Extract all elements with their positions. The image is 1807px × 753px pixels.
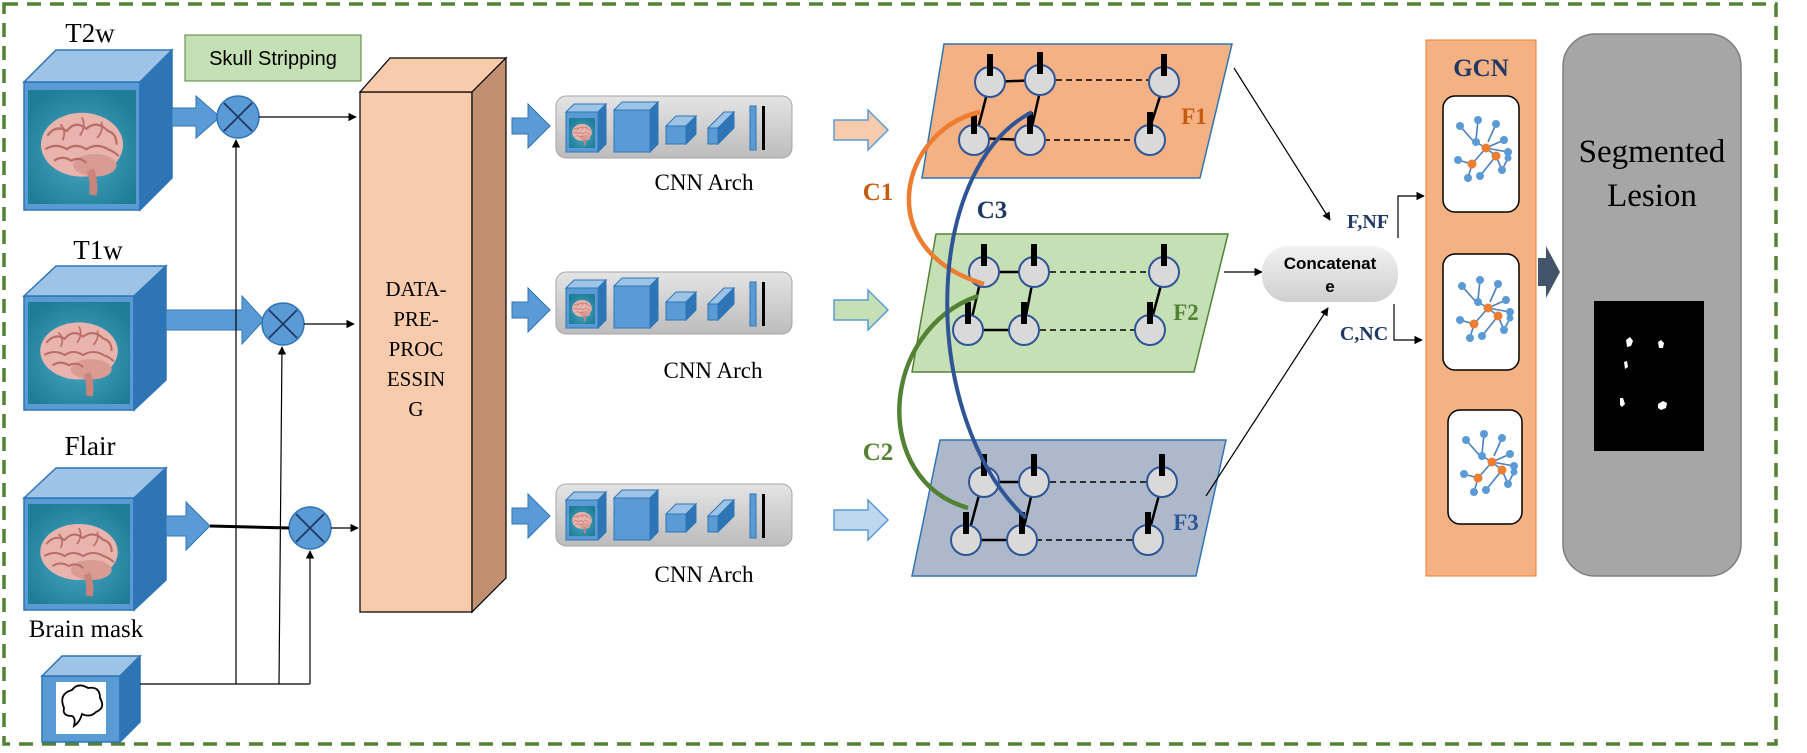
graph-network-icon (1442, 253, 1520, 371)
brain-outline-icon (61, 684, 104, 729)
input-arrows (165, 94, 265, 552)
concatenate-label-1: Concatenat (1284, 254, 1377, 273)
feature-graph-f2 (952, 243, 1180, 346)
connection-c2 (897, 293, 979, 511)
graph-network-icon (1442, 95, 1520, 213)
skull-stripping-box (184, 34, 362, 82)
cnn-arch-label-3: CNN Arch (654, 562, 754, 587)
outer-border (2, 2, 1778, 746)
arrow-icon (171, 94, 221, 140)
f1-label: F1 (1181, 104, 1207, 129)
feature-graph-f3 (950, 453, 1178, 556)
cnn-arch-label-2: CNN Arch (663, 358, 763, 383)
skull-stripping-label: Skull Stripping (209, 48, 337, 70)
c1-label: C1 (863, 179, 894, 206)
connection-c1 (906, 109, 985, 287)
segmented-lesion-image (1594, 301, 1704, 451)
f2-label: F2 (1173, 300, 1199, 325)
t2w-label: T2w (65, 18, 115, 48)
arrow-icon (833, 498, 890, 542)
preprocessing-line-3: PROC (389, 337, 444, 361)
cnn-block-2 (556, 272, 792, 334)
preprocessing-line-5: G (408, 397, 423, 421)
mask-connectors (140, 112, 359, 685)
flair-label: Flair (65, 431, 116, 461)
preprocessing-line-4: ESSIN (387, 367, 445, 391)
cnn-block-1 (556, 96, 792, 158)
connection-c3 (945, 110, 1033, 520)
f-nf-label: F,NF (1347, 211, 1389, 233)
brain-image-icon (28, 90, 136, 204)
cnn-input-arrows (511, 102, 551, 540)
concatenate-node (1262, 246, 1398, 302)
output-label-1: Segmented (1579, 134, 1726, 170)
arrow-icon (165, 294, 265, 346)
feature-graph-f1 (958, 51, 1180, 156)
brain-mask-cube (40, 654, 142, 744)
multiply-operator-icon (216, 95, 260, 139)
graph-network-icon (1447, 409, 1523, 525)
flair-cube (22, 466, 168, 612)
c2-label: C2 (863, 439, 894, 466)
t2w-cube (22, 48, 174, 212)
brain-image-icon (28, 302, 130, 404)
cnn-block-3 (556, 484, 792, 546)
c-nc-label: C,NC (1340, 323, 1388, 345)
output-label-2: Lesion (1607, 178, 1697, 214)
brain-image-icon (28, 504, 130, 604)
feature-plane-f3 (911, 439, 1227, 577)
concat-connectors (1205, 67, 1425, 497)
cnn-arch-label-1: CNN Arch (654, 170, 754, 195)
f3-label: F3 (1173, 510, 1199, 535)
arrow-icon (1538, 246, 1560, 298)
arrow-icon (833, 288, 890, 332)
preprocessing-block (358, 56, 508, 614)
arrow-icon (833, 108, 890, 152)
t1w-label: T1w (73, 235, 123, 265)
c3-label: C3 (977, 197, 1008, 224)
arrow-icon (165, 500, 211, 552)
brain-mask-label: Brain mask (29, 616, 144, 643)
concatenate-label-2: e (1325, 277, 1334, 296)
gcn-label: GCN (1453, 55, 1509, 82)
t1w-cube (22, 264, 168, 412)
multiply-operator-icon (261, 302, 305, 346)
preprocessing-line-2: PRE- (393, 307, 439, 331)
preprocessing-line-1: DATA- (385, 277, 446, 301)
multiply-operator-icon (288, 506, 332, 550)
